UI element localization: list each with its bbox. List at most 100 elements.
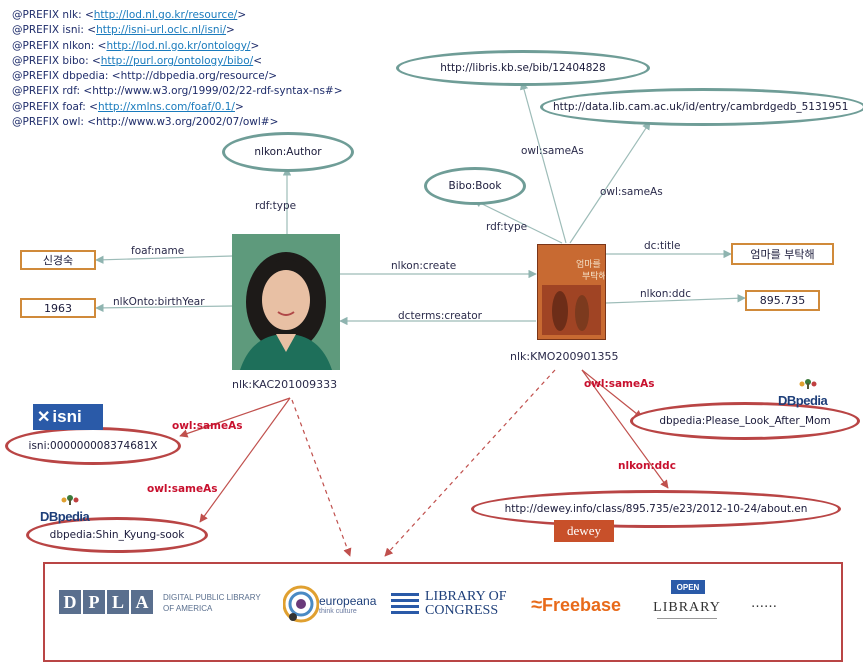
prefix-link[interactable]: http://lod.nl.go.kr/ontology/ bbox=[106, 39, 251, 52]
prefix-link[interactable]: http://purl.org/ontology/bibo/ bbox=[100, 54, 254, 67]
prefix-link[interactable]: http://lod.nl.go.kr/resource/ bbox=[93, 9, 238, 21]
node-dbpedia-person: dbpedia:Shin_Kyung-sook bbox=[26, 517, 208, 553]
prefix-list: @PREFIX nlk: <http://lod.nl.go.kr/resour… bbox=[12, 8, 343, 130]
prefix-row: @PREFIX dbpedia: <http://dbpedia.org/res… bbox=[12, 69, 343, 84]
prefix-row: @PREFIX foaf: <http://xmlns.com/foaf/0.1… bbox=[12, 100, 343, 115]
loc-text-1: LIBRARY OF bbox=[425, 589, 507, 604]
edge-book-type bbox=[473, 199, 563, 244]
isni-logo: ✕ isni bbox=[33, 404, 103, 430]
edge-sameas-dbp-person bbox=[199, 397, 291, 523]
label-sameas-cam: owl:sameAs bbox=[600, 186, 663, 198]
isni-logo-text: isni bbox=[52, 407, 82, 426]
europeana-text: europeana bbox=[319, 594, 377, 608]
edge-book-to-hubs bbox=[384, 369, 556, 557]
dpla-logo: D P L A DIGITAL PUBLIC LIBRARY OF AMERIC… bbox=[59, 590, 261, 614]
isni-x-icon: ✕ bbox=[37, 409, 51, 426]
edge-samaas-libris bbox=[519, 81, 567, 244]
open-library-badge: OPEN bbox=[671, 580, 705, 594]
prefix-row: @PREFIX owl: <http://www.w3.org/2002/07/… bbox=[12, 115, 343, 130]
node-isni: isni:000000008374681X bbox=[5, 427, 181, 465]
prefix-end: > bbox=[250, 39, 260, 52]
edge-sameas-cam bbox=[569, 121, 651, 244]
label-sameas-dbp-person: owl:sameAs bbox=[147, 483, 218, 495]
author-photo bbox=[232, 234, 340, 370]
prefix-row: @PREFIX isni: <http://isni-url.oclc.nl/i… bbox=[12, 23, 343, 38]
prefix-row: @PREFIX nlk: <http://lod.nl.go.kr/resour… bbox=[12, 8, 343, 23]
loc-text: LIBRARY OF CONGRESS bbox=[425, 590, 507, 618]
label-birth-year: nlkOnto:birthYear bbox=[113, 296, 205, 308]
label-foaf-name: foaf:name bbox=[131, 245, 185, 257]
edge-layer bbox=[95, 81, 746, 557]
open-library-logo: OPEN LIBRARY bbox=[651, 580, 723, 624]
prefix-end: > bbox=[237, 9, 247, 21]
prefix-row: @PREFIX nlkon: <http://lod.nl.go.kr/onto… bbox=[12, 39, 343, 54]
prefix-end: > bbox=[226, 24, 235, 37]
node-cambridge: http://data.lib.cam.ac.uk/id/entry/cambr… bbox=[540, 88, 863, 126]
book-cover-image: 엄마를 부탁해 bbox=[538, 245, 605, 339]
svg-text:엄마를: 엄마를 bbox=[576, 258, 601, 270]
dpla-letter-d: D bbox=[59, 590, 81, 614]
label-nlkon-ddc: nlkon:ddc bbox=[640, 288, 691, 300]
prefix-row: @PREFIX bibo: <http://purl.org/ontology/… bbox=[12, 54, 343, 69]
linked-data-hubs-box: D P L A DIGITAL PUBLIC LIBRARY OF AMERIC… bbox=[43, 562, 843, 662]
edge-sameas-dbp-book bbox=[581, 369, 643, 419]
loc-text-2: CONGRESS bbox=[425, 603, 499, 618]
freebase-text: Freebase bbox=[541, 595, 622, 615]
dbpedia-logo-text: DBpedia bbox=[778, 393, 828, 408]
node-book-class: Bibo:Book bbox=[424, 167, 526, 205]
value-ddc: 895.735 bbox=[745, 290, 820, 311]
dpla-letter-p: P bbox=[83, 590, 105, 614]
node-libris: http://libris.kb.se/bib/12404828 bbox=[396, 50, 650, 86]
prefix-link[interactable]: http://isni-url.oclc.nl/isni/ bbox=[96, 24, 227, 37]
label-create: nlkon:create bbox=[391, 260, 457, 272]
loc-flag-icon bbox=[391, 593, 419, 614]
node-dbpedia-book: dbpedia:Please_Look_After_Mom bbox=[630, 402, 860, 440]
label-sameas-dbp-book: owl:sameAs bbox=[584, 378, 655, 390]
edge-person-name bbox=[95, 255, 233, 264]
prefix-end: > bbox=[234, 100, 244, 113]
svg-text:부탁해: 부탁해 bbox=[582, 270, 605, 282]
node-author-class: nlkon:Author bbox=[222, 132, 354, 172]
more-hubs-ellipsis: …… bbox=[751, 596, 777, 611]
book-cover: 엄마를 부탁해 bbox=[537, 244, 606, 340]
dbpedia-tree-icon bbox=[799, 379, 817, 389]
prefix-text: @PREFIX nlkon: < bbox=[12, 39, 107, 52]
europeana-logo: europeana think culture bbox=[282, 582, 383, 630]
dpla-letter-l: L bbox=[107, 590, 129, 614]
prefix-link[interactable]: http://xmlns.com/foaf/0.1/ bbox=[97, 100, 235, 113]
label-rdf-type-book: rdf:type bbox=[486, 221, 528, 233]
edge-ddc bbox=[605, 294, 746, 304]
label-dc-title: dc:title bbox=[644, 240, 681, 252]
dpla-subtitle: DIGITAL PUBLIC LIBRARY OF AMERICA bbox=[163, 590, 261, 614]
open-library-text: LIBRARY bbox=[653, 600, 721, 615]
value-birth-year: 1963 bbox=[20, 298, 96, 318]
dbpedia-tree-icon bbox=[61, 495, 79, 505]
dpla-subtitle-1: DIGITAL PUBLIC LIBRARY bbox=[163, 593, 261, 602]
europeana-subtext: think culture bbox=[319, 608, 357, 615]
freebase-logo: ≈ Freebase bbox=[531, 594, 621, 617]
prefix-text: @PREFIX dbpedia: <http://dbpedia.org/res… bbox=[12, 70, 278, 83]
edge-sameas-isni bbox=[179, 397, 291, 438]
book-id: nlk:KMO200901355 bbox=[510, 350, 619, 363]
dpla-letters: D P L A bbox=[59, 590, 153, 614]
freebase-f-icon: ≈ bbox=[531, 594, 542, 616]
loc-logo: LIBRARY OF CONGRESS bbox=[391, 590, 507, 618]
author-portrait-image bbox=[232, 234, 340, 370]
prefix-end: < bbox=[253, 54, 262, 67]
prefix-text: @PREFIX owl: <http://www.w3.org/2002/07/… bbox=[12, 116, 279, 129]
dbpedia-logo-person: DBpedia bbox=[40, 490, 100, 524]
dewey-logo: dewey bbox=[554, 520, 614, 542]
label-rdf-type-person: rdf:type bbox=[255, 200, 297, 212]
prefix-text: @PREFIX bibo: < bbox=[12, 54, 101, 67]
edge-person-to-hubs bbox=[291, 399, 352, 557]
edge-ddc-dewey bbox=[581, 369, 669, 489]
value-name: 신경숙 bbox=[20, 250, 96, 270]
person-id: nlk:KAC201009333 bbox=[232, 378, 338, 391]
label-ddc-dewey: nlkon:ddc bbox=[618, 460, 676, 472]
prefix-text: @PREFIX nlk: < bbox=[12, 9, 94, 21]
prefix-text: @PREFIX foaf: < bbox=[12, 100, 98, 113]
dpla-subtitle-2: OF AMERICA bbox=[163, 604, 213, 613]
europeana-circle-icon bbox=[282, 585, 320, 623]
dbpedia-logo-book: DBpedia bbox=[778, 374, 838, 408]
label-sameas-libris: owl:sameAs bbox=[521, 145, 584, 157]
